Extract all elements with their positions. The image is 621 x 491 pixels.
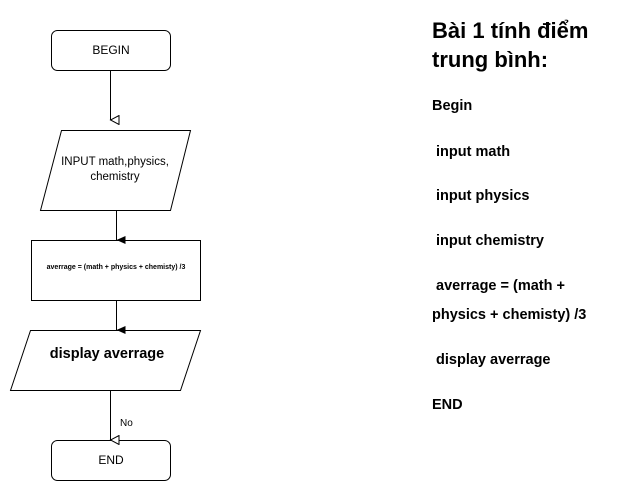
step-display: display averrage xyxy=(432,352,551,368)
display-label: display averrage xyxy=(49,346,165,362)
step-begin: Begin xyxy=(432,98,473,114)
begin-label: BEGIN xyxy=(92,43,130,57)
flowchart-diagram xyxy=(9,30,202,481)
end-label: END xyxy=(98,453,124,467)
step-end: END xyxy=(432,397,463,413)
input-label-line1: INPUT math,physics, xyxy=(61,156,169,168)
input-label: INPUT math,physics, chemistry xyxy=(45,150,185,190)
step-input-math: input math xyxy=(432,144,511,160)
begin-node xyxy=(51,30,171,71)
step-average-line2: physics + chemisty) /3 xyxy=(432,307,587,323)
no-label: No xyxy=(120,417,133,429)
step-input-physics: input physics xyxy=(432,188,530,204)
step-average-line1: averrage = (math + xyxy=(432,278,565,294)
display-node xyxy=(9,330,202,391)
pseudocode-title: Bài 1 tính điểm trung bình: xyxy=(432,18,589,72)
input-node xyxy=(39,130,192,211)
step-input-chemistry: input chemistry xyxy=(432,233,544,249)
formula-label: averrage = (math + physics + chemisty) /… xyxy=(46,263,186,271)
process-node xyxy=(31,240,201,301)
input-label-line2: chemistry xyxy=(90,171,140,183)
